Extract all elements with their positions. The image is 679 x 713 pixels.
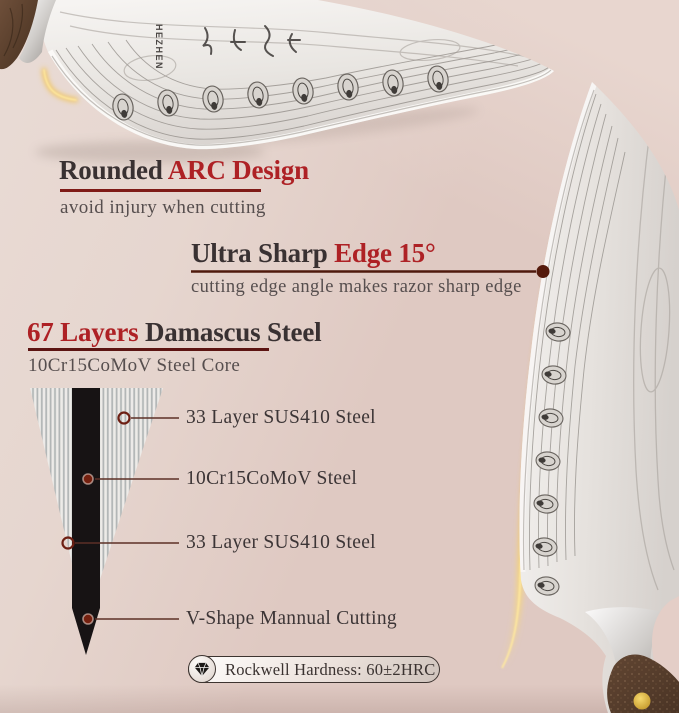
arc-design-subtitle: avoid injury when cutting	[60, 197, 266, 218]
damascus-layers-title-accent: 67 Layers	[27, 317, 139, 347]
layer-label-core: 10Cr15CoMoV Steel	[186, 468, 358, 489]
sharp-edge-title-accent: Edge 15°	[334, 238, 436, 268]
steel-layer-diagram	[30, 388, 163, 655]
damascus-texture-right	[519, 82, 675, 596]
horizontal-knife: HEZHEN	[0, 0, 554, 150]
layer-label-outer-bottom: 33 Layer SUS410 Steel	[186, 532, 376, 553]
diamond-icon-glyph	[194, 662, 210, 676]
wood-handle-right	[607, 654, 679, 713]
bolster	[19, 0, 56, 63]
callout-markers	[61, 411, 131, 625]
damascus-layers-subtitle: 10Cr15CoMoV Steel Core	[28, 355, 241, 376]
sharp-edge-title-prefix: Ultra Sharp	[191, 238, 328, 268]
gold-accent-arc	[42, 68, 78, 102]
diamond-icon	[188, 655, 216, 683]
edge-pointer	[191, 265, 550, 278]
arc-design-underline	[60, 189, 261, 192]
arc-design-title-accent: ARC Design	[167, 155, 309, 185]
sharp-edge-title: Ultra Sharp Edge 15°	[191, 238, 436, 269]
arc-design-title-prefix: Rounded	[59, 155, 163, 185]
damascus-layers-underline	[28, 348, 269, 351]
arc-design-title: Rounded ARC Design	[59, 155, 309, 186]
damascus-layers-title-suffix: Damascus Steel	[145, 317, 322, 347]
vertical-knife	[499, 82, 679, 713]
damascus-layers-title: 67 Layers Damascus Steel	[27, 317, 322, 348]
brand-engraving: HEZHEN	[154, 24, 164, 70]
hardness-badge: Rockwell Hardness: 60±2HRC	[188, 655, 440, 683]
hardness-badge-text: Rockwell Hardness: 60±2HRC	[225, 659, 436, 679]
callout-connectors	[75, 417, 179, 620]
layer-label-vshape: V-Shape Mannual Cutting	[186, 608, 397, 629]
sharp-edge-subtitle: cutting edge angle makes razor sharp edg…	[191, 277, 522, 297]
calligraphy-engraving	[202, 25, 301, 57]
handle-pin	[633, 692, 651, 710]
granton-dimples-right	[532, 322, 571, 596]
granton-dimples-top	[112, 65, 449, 121]
layer-label-outer-top: 33 Layer SUS410 Steel	[186, 407, 376, 428]
core-bar	[72, 388, 100, 655]
